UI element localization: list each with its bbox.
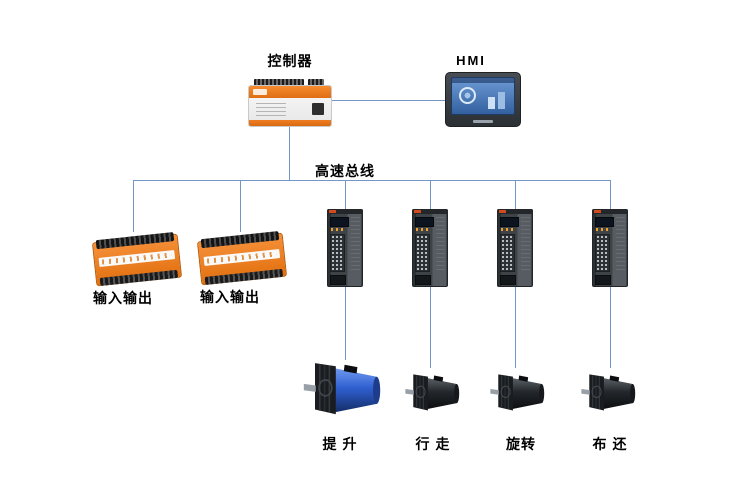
hmi-gauge-icon (459, 87, 476, 104)
drive-connector-icon (595, 275, 611, 285)
controller-terminal-strip2-icon (308, 79, 324, 86)
drive-led-icons (416, 228, 428, 231)
drive-led-icons (501, 228, 513, 231)
hmi-bar-chart-icon (488, 97, 495, 109)
controller-terminal-strip-icon (254, 79, 304, 86)
drop-line-drive-4 (610, 180, 611, 210)
drop-line-io-1 (133, 180, 134, 232)
io-module-1-device (91, 232, 183, 289)
drive-display-icon (500, 217, 519, 227)
motor-4-label: 布 还 (592, 436, 628, 452)
servo-drive-3-device (497, 209, 533, 287)
drive-vents (521, 217, 530, 273)
motor-graphic (581, 374, 636, 411)
drive1-motor1-line (345, 286, 346, 360)
drive-terminal-block-icon (415, 234, 430, 272)
drive-display-icon (595, 217, 614, 227)
drive-connector-icon (415, 275, 431, 285)
bus-line (133, 180, 611, 181)
hmi-bar-chart-icon-2 (498, 92, 505, 109)
controller-bus-drop-line (289, 127, 290, 180)
hmi-label: HMI (456, 53, 486, 68)
drive-accent-mark (594, 210, 601, 213)
drive-top-cap (412, 209, 448, 214)
drive-connector-icon (330, 275, 346, 285)
drive-led-icons (331, 228, 343, 231)
bus-label: 高速总线 (315, 163, 375, 179)
hmi-device (445, 72, 521, 127)
controller-label: 控制器 (267, 53, 313, 69)
servo-motor-2-icon (402, 366, 464, 425)
hmi-brand-mark (473, 120, 493, 123)
drive-terminal-block-icon (330, 234, 345, 272)
drive-accent-mark (414, 210, 421, 213)
controller-device (248, 79, 332, 127)
controller-logo-icon (253, 89, 267, 95)
drop-line-drive-2 (430, 180, 431, 210)
drive-connector-icon (500, 275, 516, 285)
motor-graphic (405, 374, 460, 411)
motor-graphic (303, 363, 381, 415)
servo-drive-2-device (412, 209, 448, 287)
drop-line-io-2 (240, 180, 241, 232)
servo-drive-4-device (592, 209, 628, 287)
controller-port-icon (312, 103, 324, 115)
servo-motor-4-icon (578, 366, 640, 425)
controller-hmi-link-line (331, 100, 445, 101)
drop-line-drive-3 (515, 180, 516, 210)
drive-top-cap (592, 209, 628, 214)
drive-accent-mark (499, 210, 506, 213)
drive-top-cap (497, 209, 533, 214)
servo-motor-1-icon (299, 355, 387, 429)
drive-display-icon (415, 217, 434, 227)
drive-top-cap (327, 209, 363, 214)
controller-bottom-band (249, 120, 331, 126)
drive-terminal-block-icon (595, 234, 610, 272)
servo-motor-3-icon (487, 366, 549, 425)
drive-display-icon (330, 217, 349, 227)
drive4-motor4-line (610, 286, 611, 368)
drop-line-drive-1 (345, 180, 346, 210)
drive-vents (351, 217, 360, 273)
motor-graphic (490, 374, 545, 411)
drive-vents (436, 217, 445, 273)
controller-orange-band (249, 86, 331, 98)
motor-3-label: 旋转 (506, 436, 536, 452)
io-module-1-label: 输入输出 (93, 290, 153, 306)
io-module-2-label: 输入输出 (200, 289, 260, 305)
drive2-motor2-line (430, 286, 431, 368)
controller-text-marks (256, 103, 286, 116)
drive-terminal-block-icon (500, 234, 515, 272)
drive3-motor3-line (515, 286, 516, 368)
motor-2-label: 行 走 (415, 436, 451, 452)
drive-led-icons (596, 228, 608, 231)
motor-1-label: 提 升 (322, 436, 358, 452)
drive-vents (616, 217, 625, 273)
drive-accent-mark (329, 210, 336, 213)
servo-drive-1-device (327, 209, 363, 287)
hmi-screen-titlebar (452, 78, 514, 83)
io-module-2-device (196, 231, 288, 288)
hmi-screen (451, 77, 515, 115)
